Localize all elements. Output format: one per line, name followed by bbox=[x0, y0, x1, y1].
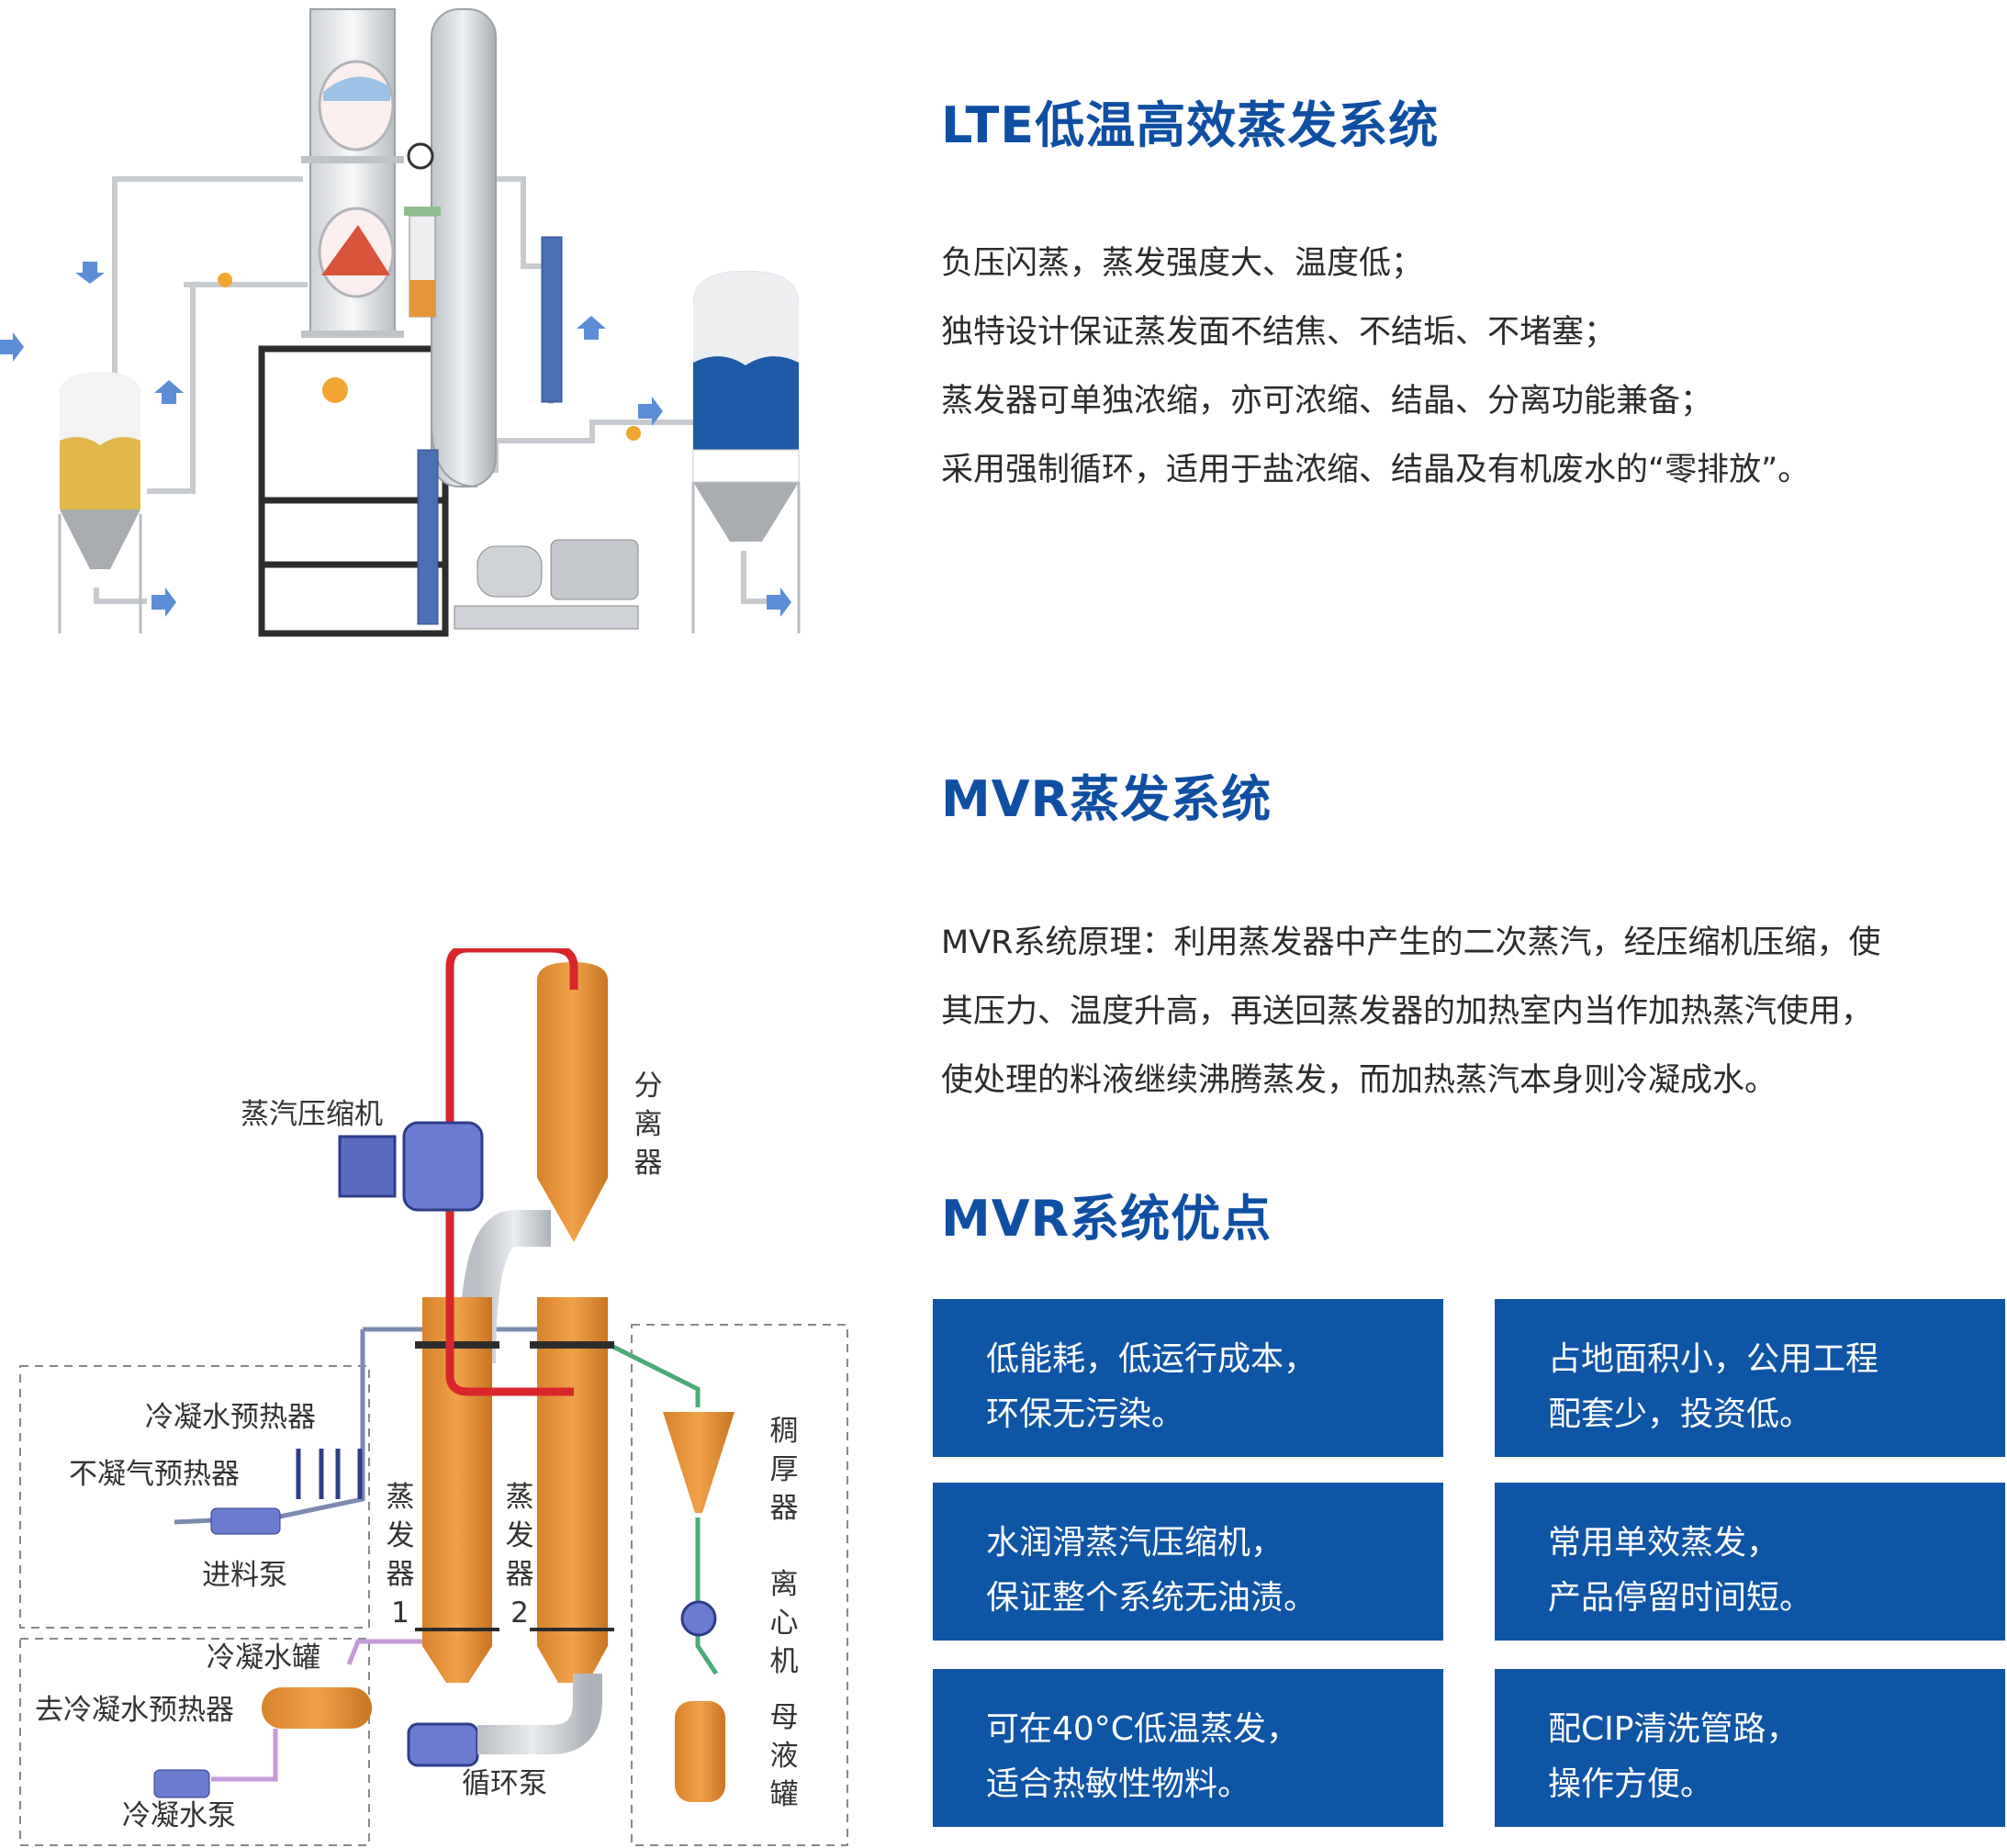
advantage-line: 可在40°C低温蒸发， bbox=[986, 1710, 1299, 1748]
advantage-box: 可在40°C低温蒸发， 适合热敏性物料。 bbox=[933, 1669, 1443, 1827]
label-char: 离 bbox=[769, 1568, 799, 1601]
mvr-principle-line: 使处理的料液继续沸腾蒸发，而加热蒸汽本身则冷凝成水。 bbox=[941, 1062, 1777, 1099]
advantage-line: 低能耗，低运行成本， bbox=[986, 1340, 1317, 1378]
label-condensate-tank: 冷凝水罐 bbox=[207, 1641, 320, 1674]
advantage-box: 配CIP清洗管路， 操作方便。 bbox=[1495, 1669, 2005, 1827]
advantage-box: 占地面积小，公用工程 配套少，投资低。 bbox=[1495, 1299, 2005, 1457]
advantage-line: 操作方便。 bbox=[1548, 1765, 1714, 1803]
lte-diagram bbox=[0, 8, 801, 637]
label-char: 母 bbox=[769, 1701, 799, 1734]
label-char: 发 bbox=[505, 1519, 534, 1552]
label-noncond-preheater: 不凝气预热器 bbox=[69, 1458, 240, 1491]
label-char: 发 bbox=[386, 1519, 415, 1552]
advantage-line: 常用单效蒸发， bbox=[1548, 1524, 1780, 1562]
advantage-box: 常用单效蒸发， 产品停留时间短。 bbox=[1495, 1483, 2005, 1641]
advantage-line: 保证整个系统无油渍。 bbox=[986, 1579, 1317, 1617]
label-condensate-pump: 冷凝水泵 bbox=[122, 1799, 236, 1832]
advantage-line: 适合热敏性物料。 bbox=[986, 1765, 1251, 1803]
label-thickener: 稠 厚 器 bbox=[768, 1412, 801, 1528]
label-char: 蒸 bbox=[386, 1481, 415, 1514]
mvr-principle-line: 其压力、温度升高，再送回蒸发器的加热室内当作加热蒸汽使用， bbox=[941, 993, 1874, 1030]
label-circulation-pump: 循环泵 bbox=[462, 1767, 547, 1800]
label-char: 分 bbox=[633, 1070, 663, 1103]
advantage-line: 水润滑蒸汽压缩机， bbox=[986, 1524, 1284, 1562]
label-char: 心 bbox=[769, 1607, 799, 1640]
lte-title: LTE低温高效蒸发系统 bbox=[941, 96, 1440, 154]
label-to-preheater: 去冷凝水预热器 bbox=[35, 1694, 234, 1727]
mvr-principle-line: MVR系统原理：利用蒸发器中产生的二次蒸汽，经压缩机压缩，使 bbox=[941, 924, 1881, 961]
label-char: 器 bbox=[769, 1492, 799, 1525]
label-char: 厚 bbox=[769, 1453, 799, 1486]
label-char: 器 bbox=[505, 1558, 534, 1591]
label-separator: 分 离 器 bbox=[632, 1067, 665, 1182]
label-evaporator-2: 蒸 发 器 2 bbox=[503, 1478, 536, 1632]
label-char: 液 bbox=[769, 1740, 799, 1773]
lte-bullet-list: 负压闪蒸，蒸发强度大、温度低； 独特设计保证蒸发面不结焦、不结垢、不堵塞； 蒸发… bbox=[941, 230, 1969, 505]
lte-bullet: 蒸发器可单独浓缩，亦可浓缩、结晶、分离功能兼备； bbox=[941, 383, 1713, 420]
mvr-title: MVR蒸发系统 bbox=[941, 770, 1273, 828]
label-evaporator-1: 蒸 发 器 1 bbox=[384, 1478, 417, 1632]
label-char: 罐 bbox=[769, 1778, 799, 1811]
lte-bullet: 采用强制循环，适用于盐浓缩、结晶及有机废水的“零排放”。 bbox=[941, 452, 1811, 488]
label-condensate-preheater: 冷凝水预热器 bbox=[145, 1401, 316, 1434]
advantage-line: 产品停留时间短。 bbox=[1548, 1579, 1813, 1617]
lte-bullet: 负压闪蒸，蒸发强度大、温度低； bbox=[941, 245, 1424, 282]
label-char: 离 bbox=[633, 1108, 663, 1141]
advantage-line: 环保无污染。 bbox=[986, 1395, 1185, 1433]
label-char: 1 bbox=[391, 1596, 409, 1630]
lte-bullet: 独特设计保证蒸发面不结焦、不结垢、不堵塞； bbox=[941, 314, 1617, 351]
advantage-line: 占地面积小，公用工程 bbox=[1548, 1340, 1879, 1378]
advantages-title: MVR系统优点 bbox=[941, 1190, 1273, 1248]
advantage-line: 配CIP清洗管路， bbox=[1548, 1710, 1800, 1748]
label-centrifuge: 离 心 机 bbox=[768, 1565, 801, 1681]
mvr-diagram bbox=[19, 948, 848, 1846]
advantage-box: 水润滑蒸汽压缩机， 保证整个系统无油渍。 bbox=[933, 1483, 1443, 1641]
label-compressor: 蒸汽压缩机 bbox=[241, 1098, 383, 1131]
label-char: 蒸 bbox=[505, 1481, 534, 1514]
label-char: 机 bbox=[769, 1645, 799, 1678]
label-char: 2 bbox=[510, 1596, 529, 1630]
mvr-principle: MVR系统原理：利用蒸发器中产生的二次蒸汽，经压缩机压缩，使 其压力、温度升高，… bbox=[941, 909, 1969, 1115]
label-mother-tank: 母 液 罐 bbox=[768, 1698, 801, 1814]
advantage-line: 配套少，投资低。 bbox=[1548, 1395, 1813, 1433]
label-char: 器 bbox=[386, 1558, 415, 1591]
advantage-box: 低能耗，低运行成本， 环保无污染。 bbox=[933, 1299, 1443, 1457]
label-char: 稠 bbox=[769, 1415, 799, 1448]
label-char: 器 bbox=[633, 1147, 663, 1180]
label-feed-pump: 进料泵 bbox=[202, 1559, 287, 1592]
